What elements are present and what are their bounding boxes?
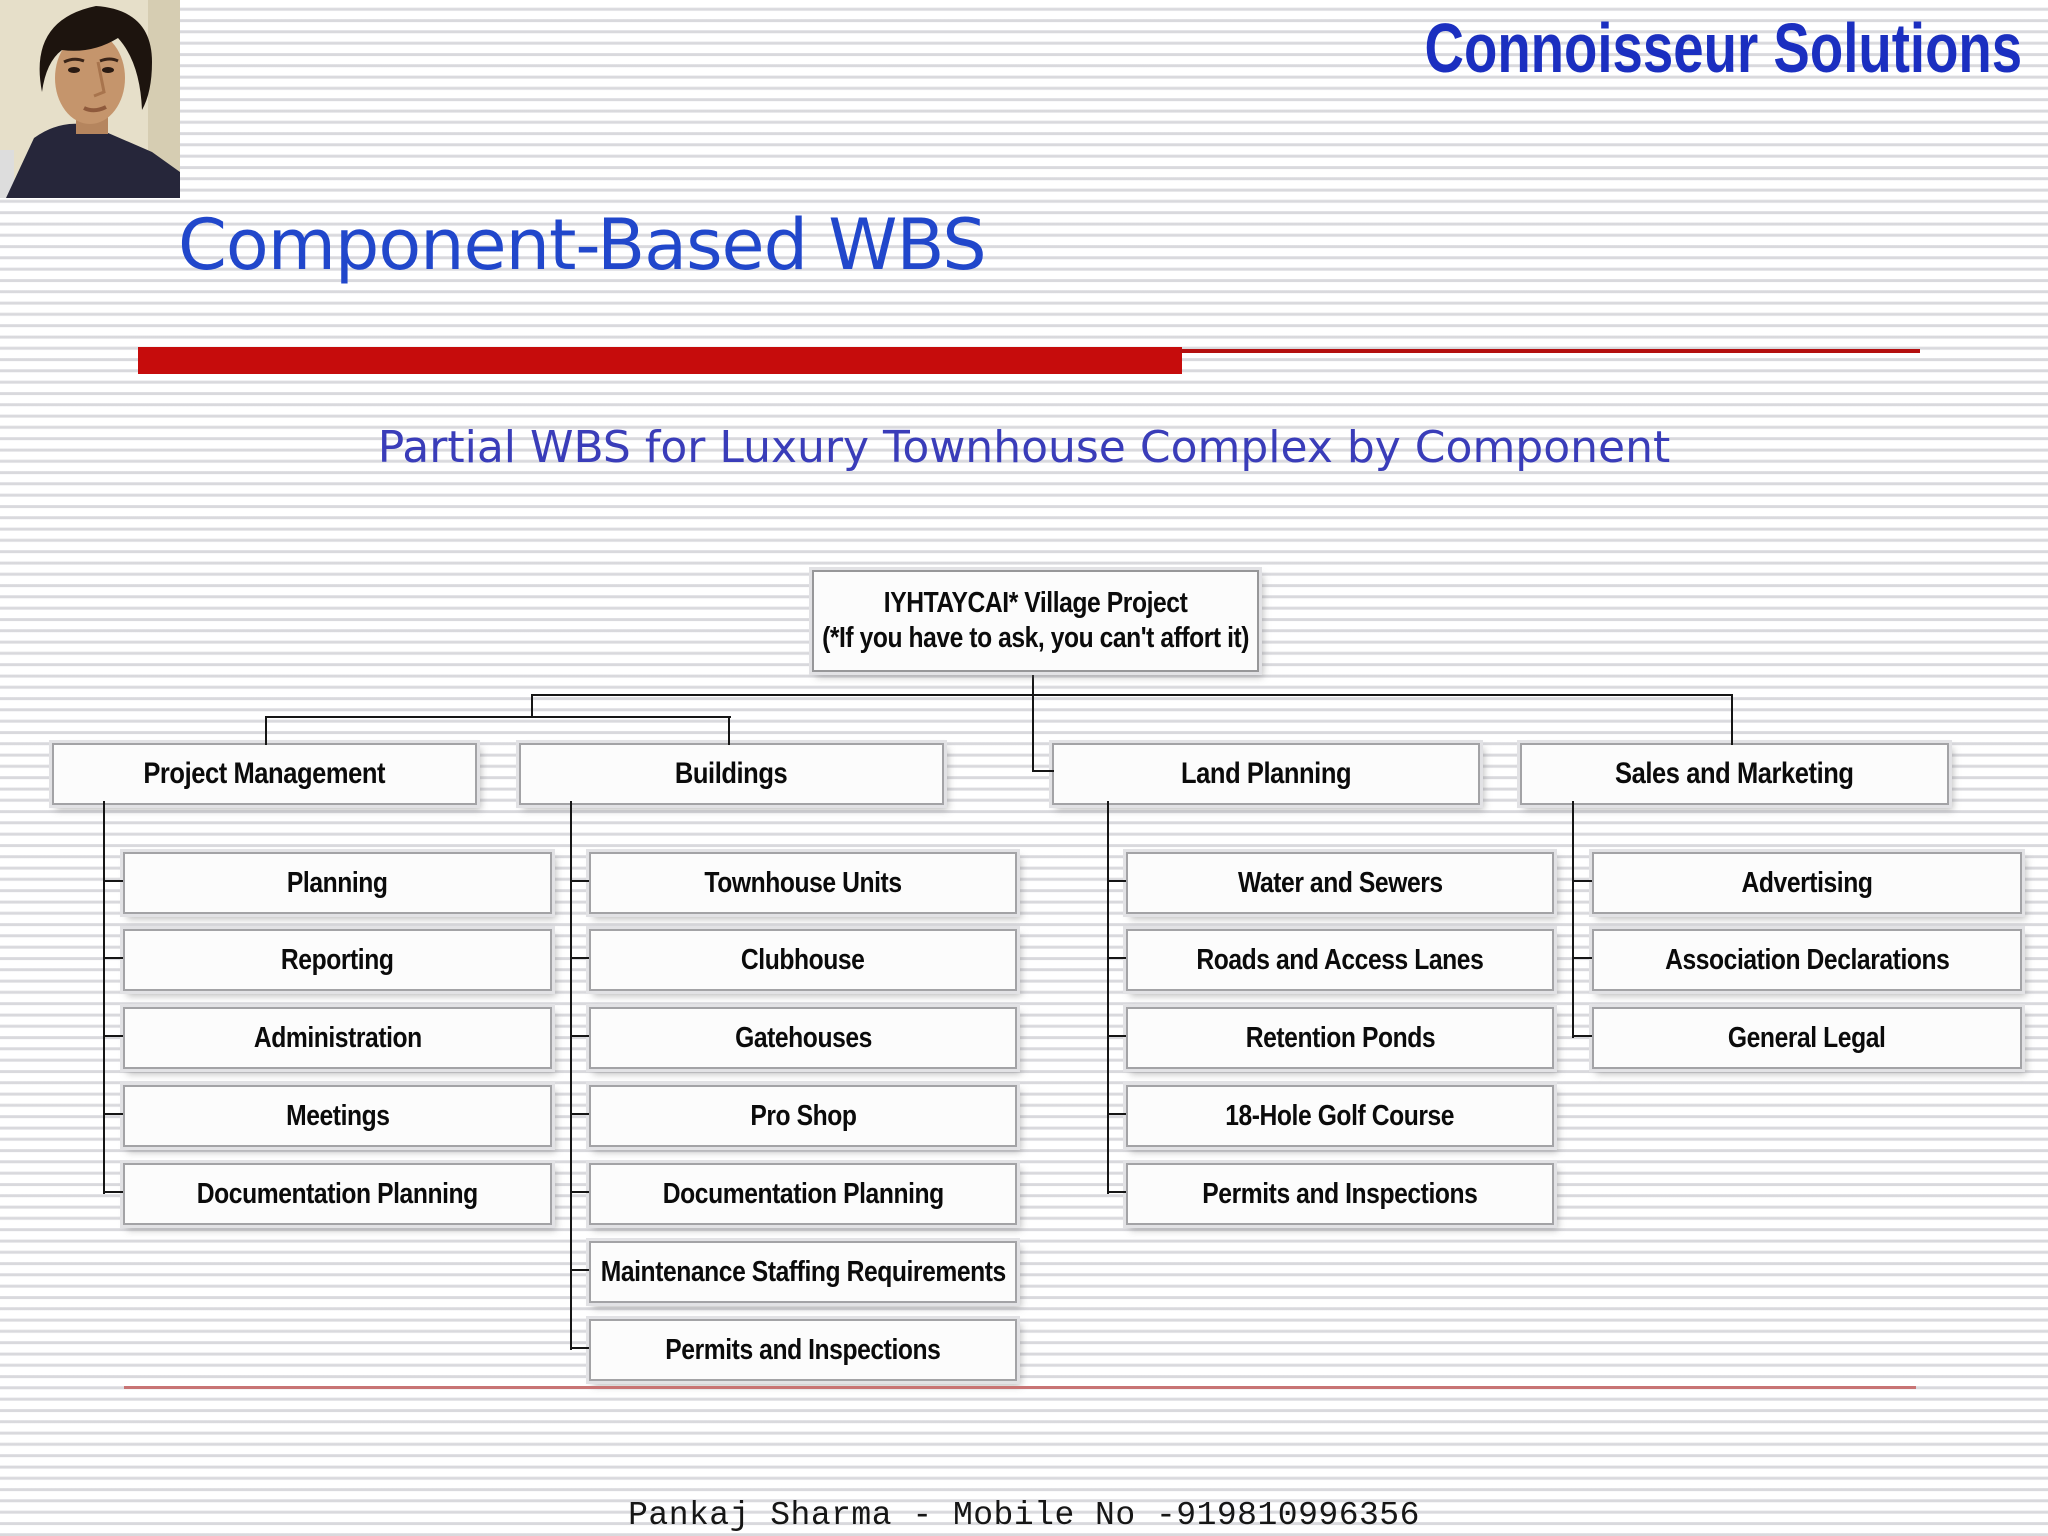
connector-stub-18-hole-golf-course (1107, 1113, 1126, 1115)
node-box-pro-shop: Pro Shop (589, 1085, 1017, 1147)
connector-stub-reporting (103, 957, 123, 959)
branch-label: Land Planning (1180, 757, 1352, 790)
node-box-association-declarations: Association Declarations (1592, 929, 2022, 991)
footer-credit: Pankaj Sharma - Mobile No -919810996356 (628, 1497, 1420, 1534)
node-box-permits-and-inspections: Permits and Inspections (589, 1319, 1017, 1381)
brand-title: Connoisseur Solutions (1256, 8, 2022, 87)
node-label: Reporting (281, 943, 394, 976)
connector-stub-townhouse-units (570, 880, 589, 882)
connector-trunk-project-management (103, 801, 105, 1194)
node-label: General Legal (1728, 1021, 1886, 1054)
connector-trunk-land-planning (1107, 801, 1109, 1194)
node-box-roads-and-access-lanes: Roads and Access Lanes (1126, 929, 1554, 991)
node-box-documentation-planning: Documentation Planning (123, 1163, 552, 1225)
connector-stub-permits-and-inspections (570, 1347, 589, 1349)
node-label: Townhouse Units (704, 866, 902, 899)
node-label: Meetings (285, 1099, 390, 1132)
connector-stub-pro-shop (570, 1113, 589, 1115)
node-box-permits-and-inspections: Permits and Inspections (1126, 1163, 1554, 1225)
page-title: Component-Based WBS (178, 204, 987, 286)
node-label: Documentation Planning (662, 1177, 944, 1210)
node-label: Administration (253, 1021, 422, 1054)
connector-drop-project-management (265, 716, 267, 745)
node-box-meetings: Meetings (123, 1085, 552, 1147)
node-box-maintenance-staffing-requirements: Maintenance Staffing Requirements (589, 1241, 1017, 1303)
diagram-subtitle: Partial WBS for Luxury Townhouse Complex… (377, 422, 1671, 473)
connector-h1-left-drop (531, 694, 533, 718)
connector-stub-association-declarations (1572, 957, 1592, 959)
node-box-planning: Planning (123, 852, 552, 914)
branch-label: Buildings (675, 757, 788, 790)
branch-label: Sales and Marketing (1615, 757, 1854, 790)
title-accent-line (1180, 349, 1920, 353)
presenter-photo (0, 0, 180, 198)
node-label: Permits and Inspections (665, 1333, 941, 1366)
node-label: Water and Sewers (1237, 866, 1443, 899)
node-label: Advertising (1741, 866, 1873, 899)
connector-trunk-buildings (570, 801, 572, 1350)
node-box-townhouse-units: Townhouse Units (589, 852, 1017, 914)
connector-stub-water-and-sewers (1107, 880, 1126, 882)
connector-stub-retention-ponds (1107, 1035, 1126, 1037)
node-label: 18-Hole Golf Course (1225, 1099, 1455, 1132)
node-label: Roads and Access Lanes (1196, 943, 1484, 976)
connector-stub-administration (103, 1035, 123, 1037)
root-line-1: IYHTAYCAI* Village Project (883, 587, 1188, 619)
node-box-water-and-sewers: Water and Sewers (1126, 852, 1554, 914)
node-box-administration: Administration (123, 1007, 552, 1069)
connector-stub-planning (103, 880, 123, 882)
connector-stub-roads-and-access-lanes (1107, 957, 1126, 959)
node-box-clubhouse: Clubhouse (589, 929, 1017, 991)
connector-root-jog (1032, 770, 1054, 772)
branch-box-buildings: Buildings (519, 743, 944, 805)
connector-stub-advertising (1572, 880, 1592, 882)
connector-root-stem (1032, 667, 1034, 772)
node-box-reporting: Reporting (123, 929, 552, 991)
node-label: Maintenance Staffing Requirements (600, 1255, 1006, 1288)
branch-box-project-management: Project Management (52, 743, 477, 805)
connector-h1 (531, 694, 1733, 696)
node-box-documentation-planning: Documentation Planning (589, 1163, 1017, 1225)
connector-stub-meetings (103, 1113, 123, 1115)
node-label: Retention Ponds (1245, 1021, 1435, 1054)
node-label: Pro Shop (749, 1099, 857, 1132)
branch-label: Project Management (143, 757, 386, 790)
connector-trunk-sales-and-marketing (1572, 801, 1574, 1038)
connector-stub-documentation-planning (570, 1191, 589, 1193)
connector-h2 (265, 716, 731, 718)
connector-drop-buildings (728, 716, 730, 745)
connector-drop-sales-and-marketing (1731, 694, 1733, 745)
node-label: Association Declarations (1664, 943, 1950, 976)
node-label: Gatehouses (734, 1021, 872, 1054)
branch-box-sales-and-marketing: Sales and Marketing (1520, 743, 1949, 805)
node-box-retention-ponds: Retention Ponds (1126, 1007, 1554, 1069)
node-label: Planning (287, 866, 388, 899)
root-box: IYHTAYCAI* Village Project (*If you have… (812, 570, 1259, 672)
branch-box-land-planning: Land Planning (1052, 743, 1480, 805)
connector-stub-maintenance-staffing-requirements (570, 1269, 589, 1271)
node-box-gatehouses: Gatehouses (589, 1007, 1017, 1069)
root-line-2: (*If you have to ask, you can't affort i… (822, 622, 1250, 654)
node-label: Clubhouse (741, 943, 865, 976)
connector-stub-general-legal (1572, 1035, 1592, 1037)
connector-stub-clubhouse (570, 957, 589, 959)
node-box-18-hole-golf-course: 18-Hole Golf Course (1126, 1085, 1554, 1147)
node-label: Permits and Inspections (1202, 1177, 1478, 1210)
connector-stub-gatehouses (570, 1035, 589, 1037)
footer-divider (124, 1386, 1916, 1389)
brand-title-text: Connoisseur Solutions (1424, 9, 2022, 87)
node-label: Documentation Planning (197, 1177, 478, 1210)
connector-stub-documentation-planning (103, 1191, 123, 1193)
title-accent-bar (138, 347, 1182, 374)
node-box-advertising: Advertising (1592, 852, 2022, 914)
node-box-general-legal: General Legal (1592, 1007, 2022, 1069)
connector-stub-permits-and-inspections (1107, 1191, 1126, 1193)
